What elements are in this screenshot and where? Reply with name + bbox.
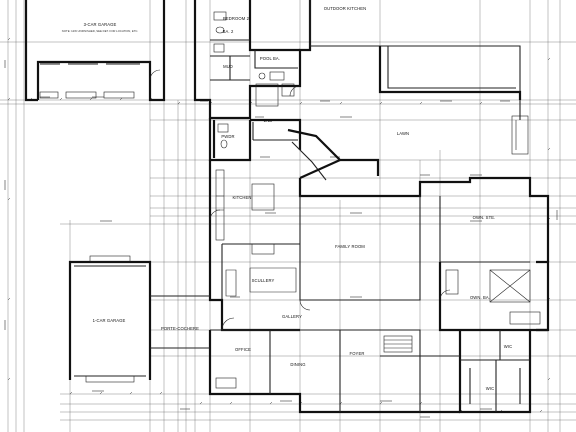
label-garage-1car: 1-CAR GARAGE [93,318,126,323]
outdoor-kitchen [309,0,529,155]
label-ba2: BA. 2 [223,29,234,34]
label-laundry: LND [264,118,273,123]
closets [458,330,532,414]
label-owner-ste: OWN. STE. [473,215,496,220]
label-dining: DINING [290,362,305,367]
room-labels: 3-CAR GARAGE NOTE: 12W UNFINISHED, SEE D… [62,6,512,391]
laundry-powder [208,83,380,181]
label-kitchen: KITCHEN [232,195,251,200]
label-wic-1: WIC [504,344,512,349]
label-porte-cochere: PORTE-COCHERE [161,326,199,331]
label-garage-note: NOTE: 12W UNFINISHED, SEE DET. FOR LOCAT… [62,29,139,33]
main-body-walls [208,158,550,332]
door-swings [149,69,451,331]
dimension-annotations [4,60,558,418]
garage-3car [24,0,166,102]
front-rooms [208,329,460,414]
label-office: OFFICE [235,347,251,352]
label-wic-2: WIC [486,386,494,391]
label-bedroom2: BEDROOM 2 [223,16,250,21]
bedroom-wing [193,0,312,120]
kitchen [215,169,275,241]
label-gallery: GALLERY [282,314,302,319]
garage-1car [68,255,210,383]
label-lawn: LAWN [397,131,409,136]
label-family-room: FAMILY ROOM [335,244,365,249]
scullery [221,243,300,300]
label-garage-3car: 3-CAR GARAGE [84,22,117,27]
label-mud: MUD [223,64,233,69]
label-pwdr: PWDR [221,134,234,139]
owner-bath [438,262,548,332]
label-outdoor-kitchen: OUTDOOR KITCHEN [324,6,366,11]
label-foyer: FOYER [350,351,365,356]
label-owner-ba: OWN. BA. [470,295,490,300]
label-pool-ba: POOL BA. [260,56,280,61]
label-scullery: SCULLERY [252,278,275,283]
